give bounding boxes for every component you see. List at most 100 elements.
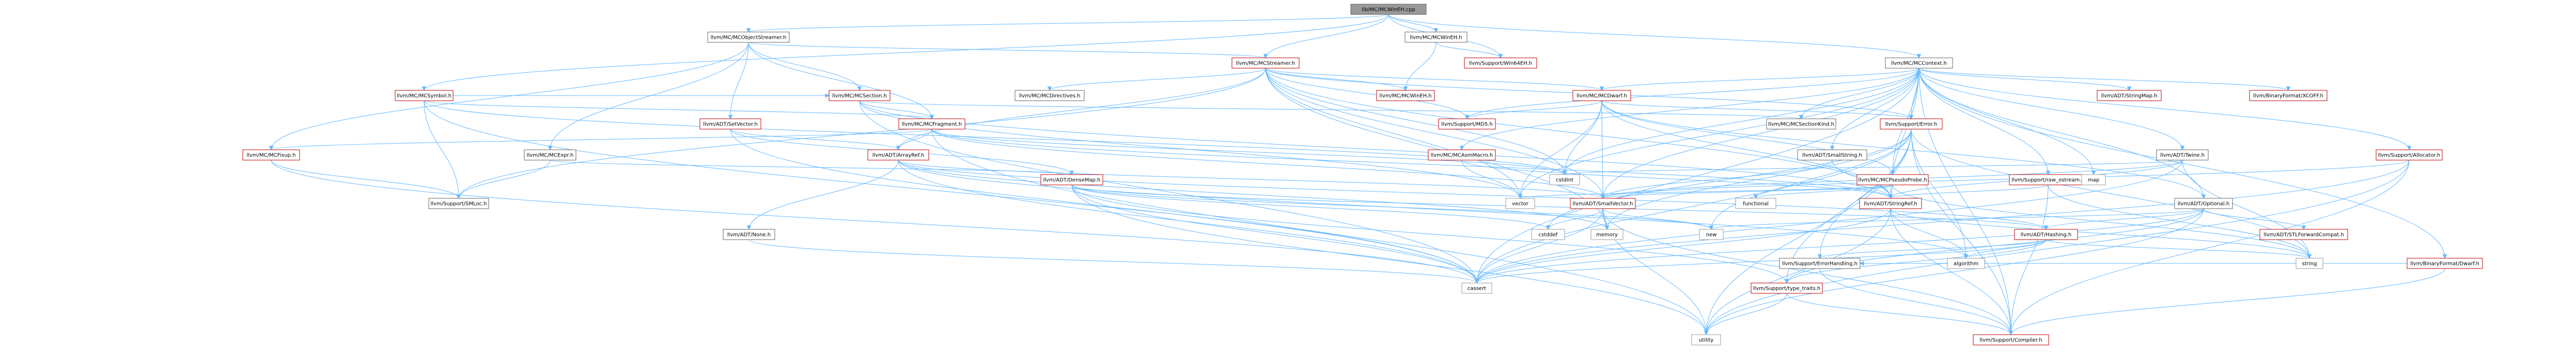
- node-n16[interactable]: llvm/Support/MD5.h: [1438, 118, 1496, 130]
- node-n8[interactable]: llvm/ADT/SetVector.h: [699, 118, 761, 130]
- node-n33[interactable]: llvm/ADT/None.h: [723, 229, 775, 240]
- edge-n33-n47: [748, 239, 1479, 284]
- node-label: llvm/ADT/StringMap.h: [2101, 93, 2157, 99]
- edge-n7-n15: [859, 100, 1804, 120]
- node-n40[interactable]: memory: [1590, 229, 1623, 240]
- edge-n22-n46: [1892, 184, 2312, 259]
- node-n1[interactable]: llvm/MC/MCObjectStreamer.h: [707, 32, 790, 43]
- node-n19[interactable]: llvm/BinaryFormat/XCOFF.h: [2249, 90, 2328, 101]
- edge-n0-n2: [1388, 14, 1439, 33]
- edge-n14-n22: [1601, 100, 1895, 176]
- node-n32[interactable]: llvm/BinaryFormat/Dwarf.h: [2407, 258, 2483, 269]
- edge-n32-n49: [2008, 268, 2445, 336]
- node-label: llvm/MC/MCWinEH.h: [1379, 93, 1431, 99]
- edge-n4-n25: [1918, 68, 2412, 151]
- node-box: [1973, 334, 2049, 346]
- node-label: llvm/Support/Error.h: [1885, 122, 1937, 128]
- node-n43[interactable]: llvm/Support/ErrorHandling.h: [1779, 258, 1861, 269]
- node-n20[interactable]: llvm/MC/MCAsmMacro.h: [1428, 149, 1496, 161]
- node-n4[interactable]: llvm/MC/MCContext.h: [1885, 57, 1953, 69]
- node-n12[interactable]: llvm/MC/MCDirectives.h: [1014, 90, 1085, 101]
- edge-n14-n35: [1562, 100, 1602, 176]
- edge-n6-n16: [1265, 68, 1470, 120]
- node-n26[interactable]: llvm/ADT/ArrayRef.h: [867, 149, 929, 161]
- edge-n9-n26: [896, 129, 932, 151]
- node-n36[interactable]: map: [2081, 174, 2106, 185]
- node-n18[interactable]: llvm/ADT/StringMap.h: [2097, 90, 2162, 101]
- node-n42[interactable]: llvm/ADT/STLForwardCompat.h: [2259, 229, 2348, 240]
- node-n37[interactable]: new: [1699, 229, 1724, 240]
- node-label: cstdint: [1556, 178, 1573, 183]
- node-n24[interactable]: llvm/ADT/Twine.h: [2156, 149, 2209, 161]
- node-box: [1766, 118, 1836, 130]
- edge-n4-n18: [1918, 68, 2132, 91]
- node-n44[interactable]: llvm/Support/type_traits.h: [1751, 282, 1823, 294]
- node-box: [1779, 258, 1861, 269]
- node-label: llvm/Support/Allocator.h: [2378, 153, 2440, 159]
- node-box: [1376, 90, 1435, 101]
- node-n49[interactable]: llvm/Support/Compiler.h: [1973, 334, 2049, 346]
- node-n11[interactable]: llvm/MC/MCExpr.h: [524, 149, 576, 161]
- node-n10[interactable]: llvm/MC/MCFixup.h: [242, 149, 300, 161]
- node-n38[interactable]: functional: [1735, 198, 1776, 209]
- node-n28[interactable]: llvm/ADT/DenseMap.h: [1040, 174, 1103, 185]
- node-n5[interactable]: llvm/MC/MCSymbol.h: [395, 90, 454, 101]
- node-label: new: [1706, 232, 1717, 238]
- node-label: string: [2302, 261, 2317, 267]
- node-n29[interactable]: llvm/ADT/SmallVector.h: [1570, 198, 1636, 209]
- node-n48[interactable]: utility: [1691, 334, 1721, 346]
- node-n47[interactable]: cassert: [1461, 282, 1492, 294]
- node-n6[interactable]: llvm/MC/MCStreamer.h: [1231, 57, 1300, 69]
- node-n7[interactable]: llvm/MC/MCSection.h: [829, 90, 891, 101]
- node-box: [1691, 334, 1721, 346]
- node-n45[interactable]: algorithm: [1947, 258, 1985, 269]
- node-label: map: [2088, 178, 2099, 183]
- node-n15[interactable]: llvm/MC/MCSectionKind.h: [1766, 118, 1836, 130]
- node-n46[interactable]: string: [2296, 258, 2323, 269]
- node-n41[interactable]: llvm/ADT/Hashing.h: [2014, 229, 2078, 240]
- node-n27[interactable]: llvm/Support/SMLoc.h: [428, 198, 489, 209]
- node-box: [1570, 198, 1636, 209]
- node-n31[interactable]: llvm/ADT/Optional.h: [2174, 198, 2233, 209]
- node-n23[interactable]: llvm/Support/raw_ostream.h: [2009, 174, 2087, 185]
- edge-n20-n34: [1461, 160, 1523, 199]
- node-n3[interactable]: llvm/Support/Win64EH.h: [1464, 57, 1537, 69]
- edge-n4-n36: [1918, 68, 2096, 176]
- edge-n7-n9: [859, 100, 934, 120]
- node-label: llvm/MC/MCFragment.h: [902, 122, 962, 128]
- node-n25[interactable]: llvm/Support/Allocator.h: [2376, 149, 2443, 161]
- node-label: llvm/ADT/Optional.h: [2178, 201, 2229, 207]
- edge-n29-n39: [1545, 208, 1603, 230]
- node-box: [1880, 118, 1943, 130]
- edge-n31-n41: [2043, 208, 2204, 230]
- node-label: llvm/ADT/None.h: [727, 232, 771, 238]
- edge-n6-n35: [1265, 68, 1567, 176]
- node-label: functional: [1743, 201, 1769, 207]
- node-label: llvm/MC/MCWinEH.h: [1410, 35, 1462, 41]
- node-n17[interactable]: llvm/Support/Error.h: [1880, 118, 1943, 130]
- node-n13[interactable]: llvm/MC/MCWinEH.h: [1376, 90, 1435, 101]
- node-box: [1464, 57, 1537, 69]
- node-box: [1699, 229, 1724, 240]
- node-n9[interactable]: llvm/MC/MCFragment.h: [898, 118, 965, 130]
- node-box: [2174, 198, 2233, 209]
- node-n14[interactable]: llvm/MC/MCDwarf.h: [1572, 90, 1631, 101]
- node-box: [242, 149, 300, 161]
- edge-n6-n26: [896, 68, 1266, 151]
- node-n0[interactable]: lib/MC/MCWinEH.cpp: [1350, 4, 1427, 15]
- edge-n44-n49: [1786, 293, 2013, 336]
- node-n2[interactable]: llvm/MC/MCWinEH.h: [1404, 32, 1467, 43]
- node-label: llvm/ADT/DenseMap.h: [1043, 178, 1101, 183]
- node-n30[interactable]: llvm/ADT/StringRef.h: [1859, 198, 1922, 209]
- node-n35[interactable]: cstdint: [1549, 174, 1580, 185]
- node-label: llvm/Support/ErrorHandling.h: [1782, 261, 1857, 267]
- node-n21[interactable]: llvm/ADT/SmallString.h: [1797, 149, 1867, 161]
- node-n34[interactable]: vector: [1505, 198, 1535, 209]
- edge-n2-n3: [1435, 42, 1503, 59]
- edge-n30-n45: [1890, 208, 1969, 259]
- edge-n0-n4: [1388, 14, 1922, 59]
- edge-n26-n47: [898, 160, 1479, 284]
- node-n22[interactable]: llvm/MC/MCPseudoProbe.h: [1856, 174, 1929, 185]
- node-n39[interactable]: cstddef: [1531, 229, 1565, 240]
- edge-n32-n43: [1859, 261, 2407, 266]
